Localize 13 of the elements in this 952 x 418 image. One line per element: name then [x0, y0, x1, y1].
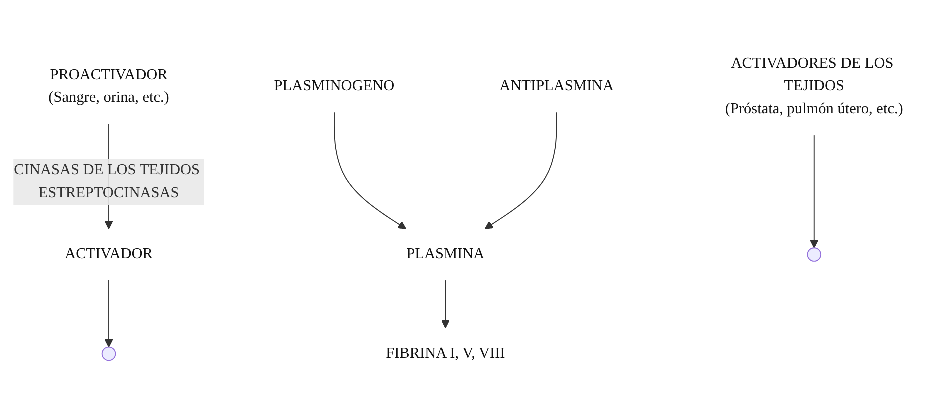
arrow — [334, 112, 407, 230]
node-label: ACTIVADORES DE LOS TEJIDOS (Próstata, pulmón útero, etc.) — [725, 55, 904, 118]
node-label: PLASMINOGENO — [274, 78, 395, 95]
node-label: ANTIPLASMINA — [500, 78, 614, 95]
edge-label: CINASAS DE LOS TEJIDOS ESTREPTOCINASAS — [14, 159, 204, 206]
node-label: FIBRINA I, V, VIII — [386, 345, 506, 362]
arrow — [104, 280, 114, 348]
arrow — [441, 280, 450, 329]
node-label: PLASMINA — [406, 246, 485, 262]
node-label: ACTIVADOR — [65, 246, 153, 262]
arrow — [810, 135, 819, 248]
node-label: PROACTIVADOR (Sangre, orina, etc.) — [48, 66, 170, 106]
arrow — [484, 112, 558, 230]
